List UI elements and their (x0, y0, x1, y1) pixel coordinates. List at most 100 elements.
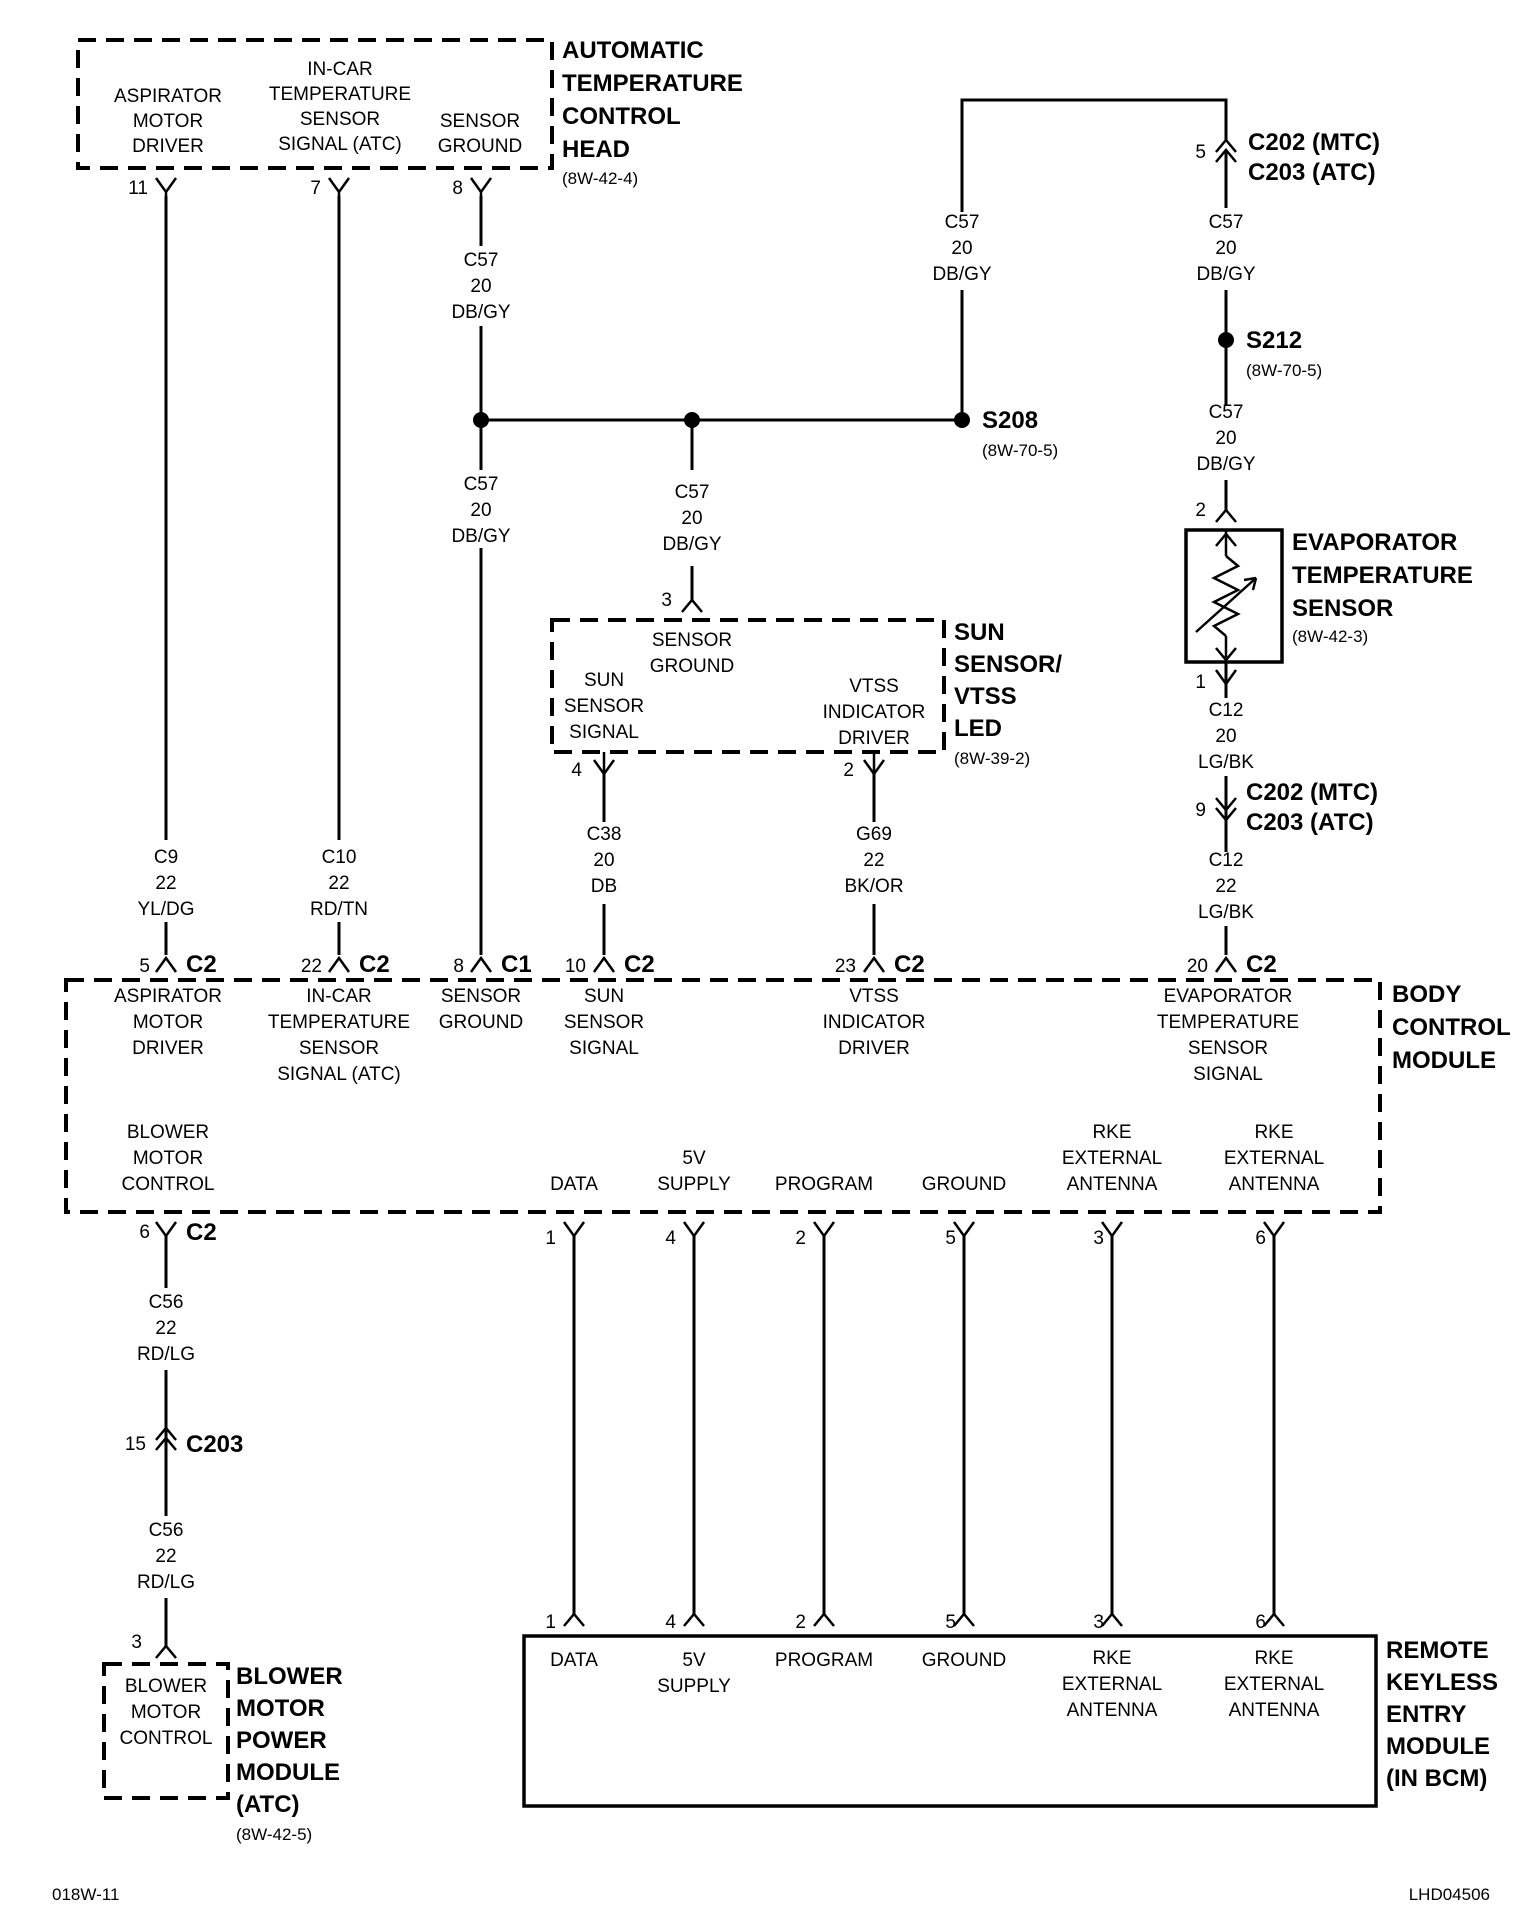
connector-name: C2 (624, 951, 655, 978)
wire-label: DB (591, 876, 617, 897)
bcm-pin-label: BLOWER (127, 1122, 209, 1143)
wire-label: G69 (856, 824, 892, 845)
evap-ref: (8W-42-3) (1292, 627, 1368, 646)
female-terminal-icon (469, 177, 493, 196)
male-terminal-icon (1101, 1612, 1123, 1627)
atc-pin-label: GROUND (438, 136, 522, 157)
wire-label: BK/OR (844, 876, 903, 897)
bcm-top-terminals (154, 955, 1238, 973)
wire-label: 20 (470, 500, 491, 521)
pin-number: 4 (665, 1612, 676, 1633)
atc-pin-label: ASPIRATOR (114, 86, 222, 107)
atc-pin-label: SENSOR (300, 109, 380, 130)
connector-name: C2 (186, 951, 217, 978)
bcm-pin-label: MOTOR (133, 1012, 203, 1033)
bcm-title-line: CONTROL (1392, 1014, 1511, 1041)
male-terminal-icon (592, 955, 616, 973)
evap-title-line: EVAPORATOR (1292, 529, 1457, 556)
female-terminal-icon (862, 752, 886, 777)
female-terminal-icon (327, 177, 351, 196)
wire-label: RD/LG (137, 1572, 195, 1593)
rke-pin-label: 5V (682, 1650, 706, 1671)
pin-number: 3 (131, 1632, 142, 1653)
bcm-pin-label: SIGNAL (ATC) (277, 1064, 401, 1085)
pin-number: 2 (795, 1228, 806, 1249)
atc-head-title-line: TEMPERATURE (562, 70, 743, 97)
wire-label: 22 (155, 873, 176, 894)
inline-connector-icon (155, 1426, 177, 1451)
rke-title-line: (IN BCM) (1386, 1765, 1487, 1792)
sun-pin-label: SENSOR (564, 696, 644, 717)
splice-name: S208 (982, 407, 1038, 434)
evap-title-line: SENSOR (1292, 595, 1393, 622)
wire-label: C10 (322, 847, 357, 868)
sun-sensor-box (550, 618, 946, 754)
rke-title-line: REMOTE (1386, 1637, 1489, 1664)
rke-pin-label: EXTERNAL (1062, 1674, 1162, 1695)
female-terminal-icon (154, 1221, 178, 1239)
wire-label: 22 (155, 1318, 176, 1339)
bcm-pin-label: PROGRAM (775, 1174, 873, 1195)
atc-pin-label: IN-CAR (307, 59, 372, 80)
bcm-pin-label: EVAPORATOR (1164, 986, 1293, 1007)
sun-title-line: VTSS (954, 683, 1017, 710)
bcm-pin-label: SENSOR (441, 986, 521, 1007)
male-terminal-icon (469, 955, 493, 973)
wire-c57 (960, 98, 1228, 212)
wire-label: C57 (464, 474, 499, 495)
bcm-pin-label: RKE (1254, 1122, 1293, 1143)
wire-label: C9 (154, 847, 178, 868)
sun-title-line: SUN (954, 619, 1005, 646)
bcm-title-line: MODULE (1392, 1047, 1496, 1074)
sun-pin-label: GROUND (650, 656, 734, 677)
pin-number: 2 (795, 1612, 806, 1633)
rke-pin-label: ANTENNA (1229, 1700, 1320, 1721)
atc-head-title-line: CONTROL (562, 103, 681, 130)
wire-label: 22 (863, 850, 884, 871)
rke-pin-label: ANTENNA (1067, 1700, 1158, 1721)
pin-number: 5 (945, 1612, 956, 1633)
atc-head-title-line: HEAD (562, 136, 630, 163)
atc-pin-label: TEMPERATURE (269, 84, 411, 105)
blower-title-line: (ATC) (236, 1791, 300, 1818)
pin-number: 2 (1195, 500, 1206, 521)
connector-name: C1 (501, 951, 532, 978)
blower-title-line: MODULE (236, 1759, 340, 1786)
bcm-pin-label: GROUND (922, 1174, 1006, 1195)
bcm-pin-label: ANTENNA (1229, 1174, 1320, 1195)
wire-label: 20 (1215, 726, 1236, 747)
connector-name: C2 (359, 951, 390, 978)
wire-label: 22 (155, 1546, 176, 1567)
wire-label: DB/GY (451, 526, 510, 547)
bcm-pin-label: CONTROL (122, 1174, 215, 1195)
wire-label: DB/GY (451, 302, 510, 323)
atc-head-title-line: AUTOMATIC (562, 37, 704, 64)
pin-number: 11 (128, 178, 148, 199)
atc-head-title: AUTOMATIC TEMPERATURE CONTROL HEAD (8W-4… (562, 37, 743, 188)
connector-name: C203 (ATC) (1248, 159, 1376, 186)
male-terminal-icon (154, 955, 178, 973)
blower-title-line: BLOWER (236, 1663, 343, 1690)
wire-label: RD/TN (310, 899, 368, 920)
wire-label: 20 (1215, 428, 1236, 449)
wire-label: 22 (328, 873, 349, 894)
bcm-pin-label: DATA (550, 1174, 598, 1195)
connector-name: C2 (894, 951, 925, 978)
sun-title-line: LED (954, 715, 1002, 742)
female-terminal-icon (1262, 1221, 1286, 1239)
pin-number: 5 (945, 1228, 956, 1249)
bcm-title-line: BODY (1392, 981, 1461, 1008)
bcm-pin-label: MOTOR (133, 1148, 203, 1169)
pin-number: 5 (1195, 142, 1206, 163)
pin-number: 7 (310, 178, 321, 199)
wire-label: C56 (149, 1520, 184, 1541)
wire-label: DB/GY (1196, 264, 1255, 285)
splice-ref: (8W-70-5) (1246, 361, 1322, 380)
rke-pin-label: EXTERNAL (1224, 1674, 1324, 1695)
sun-pin-label: SIGNAL (569, 722, 639, 743)
male-terminal-icon (563, 1612, 585, 1627)
wire-label: DB/GY (1196, 454, 1255, 475)
male-terminal-icon (327, 955, 351, 973)
figure-code-right: LHD04506 (1409, 1885, 1490, 1904)
bcm-pin-label: DRIVER (132, 1038, 204, 1059)
